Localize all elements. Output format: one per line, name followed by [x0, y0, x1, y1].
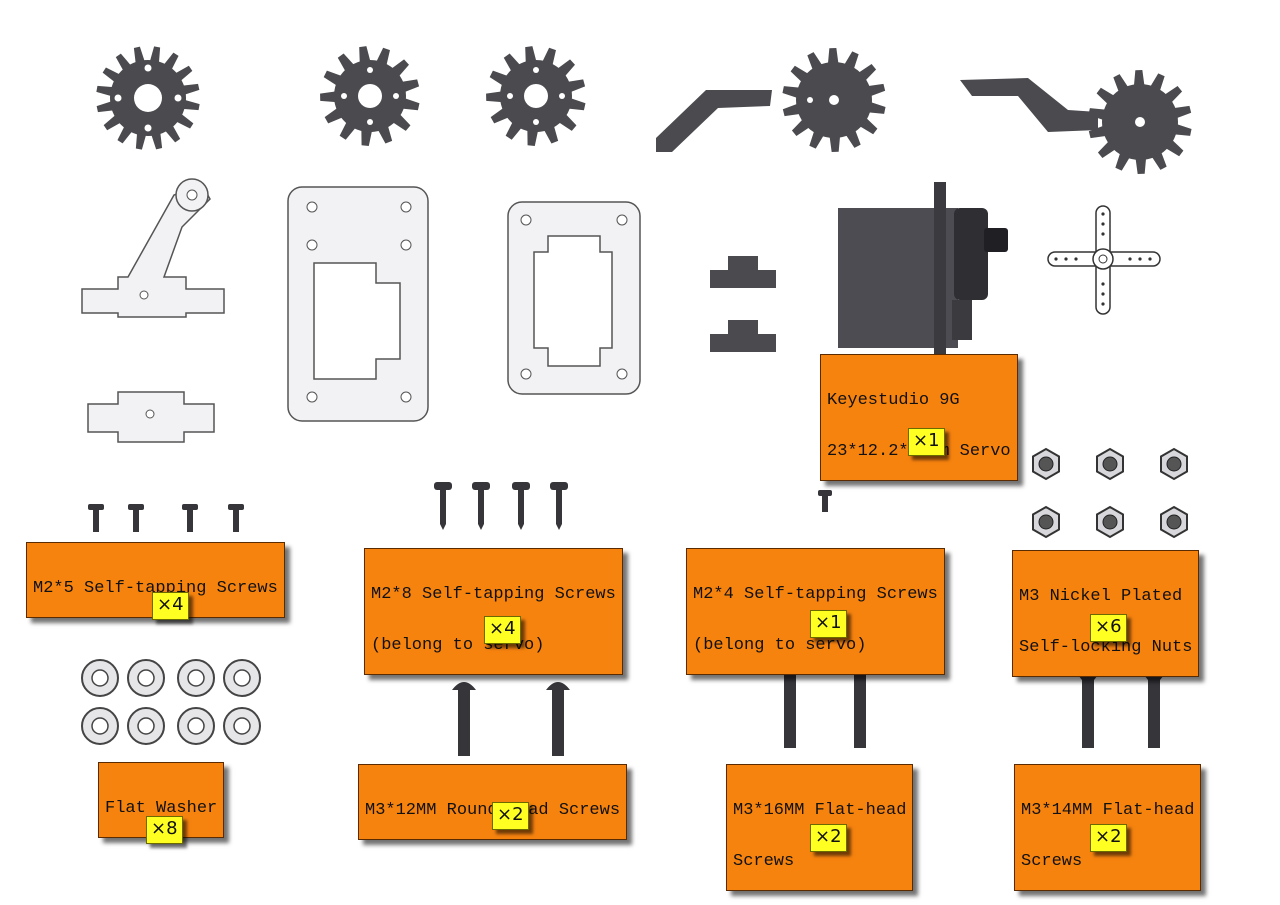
servo-horn-bracket-icon: [81, 178, 225, 318]
screw-m2x4-icon: [818, 490, 832, 512]
screw-m3x12-round-head-icon: [452, 682, 570, 756]
gear-large-icon: [96, 46, 200, 150]
label-line: Screws: [733, 852, 795, 871]
servo-horn-icon: [1047, 205, 1161, 315]
servo-mount-plate-large-icon: [287, 186, 429, 422]
screw-m2x5-icon: [88, 504, 244, 532]
quantity-badge: ×1: [908, 428, 945, 456]
screw-m2x8-icon: [434, 482, 568, 530]
quantity-badge: ×8: [146, 816, 183, 844]
label-line: Self-locking Nuts: [1019, 638, 1193, 657]
label-line: (belong to servo): [693, 636, 867, 655]
screw-m3x14-flat-head-icon: [1074, 670, 1168, 748]
gear-small-icon: [320, 46, 420, 146]
quantity-badge: ×6: [1090, 614, 1127, 642]
quantity-badge: ×1: [810, 610, 847, 638]
label-line: Screws: [1021, 852, 1083, 871]
part-label-m3-nut: M3 Nickel Plated Self-locking Nuts: [1012, 550, 1200, 677]
quantity-badge: ×4: [484, 616, 521, 644]
label-line: M3 Nickel Plated: [1019, 587, 1183, 606]
gear-arm-right-icon: [960, 70, 1192, 174]
label-line: Keyestudio 9G: [827, 391, 960, 410]
spacer-block-icon: [710, 320, 776, 352]
quantity-badge: ×2: [810, 824, 847, 852]
nut-m3-icon: [1032, 447, 1188, 539]
label-line: M3*14MM Flat-head: [1021, 801, 1195, 820]
spacer-block-icon: [710, 256, 776, 288]
part-label-m2x8: M2*8 Self-tapping Screws (belong to serv…: [364, 548, 623, 675]
quantity-badge: ×4: [152, 592, 189, 620]
label-line: M3*16MM Flat-head: [733, 801, 907, 820]
gear-small-icon: [486, 46, 586, 146]
gear-arm-left-icon: [656, 48, 886, 152]
part-label-servo: Keyestudio 9G 23*12.2*29mm Servo: [820, 354, 1018, 481]
servo-motor-icon: [838, 182, 1008, 358]
part-label-m2x5: M2*5 Self-tapping Screws: [26, 542, 285, 618]
quantity-badge: ×2: [1090, 824, 1127, 852]
label-line: Flat Washer: [105, 799, 218, 818]
label-line: M2*8 Self-tapping Screws: [371, 585, 616, 604]
servo-mount-plate-small-icon: [507, 201, 641, 395]
cross-plate-icon: [87, 391, 215, 443]
label-line: M2*4 Self-tapping Screws: [693, 585, 938, 604]
flat-washer-icon: [81, 659, 261, 745]
quantity-badge: ×2: [492, 802, 529, 830]
